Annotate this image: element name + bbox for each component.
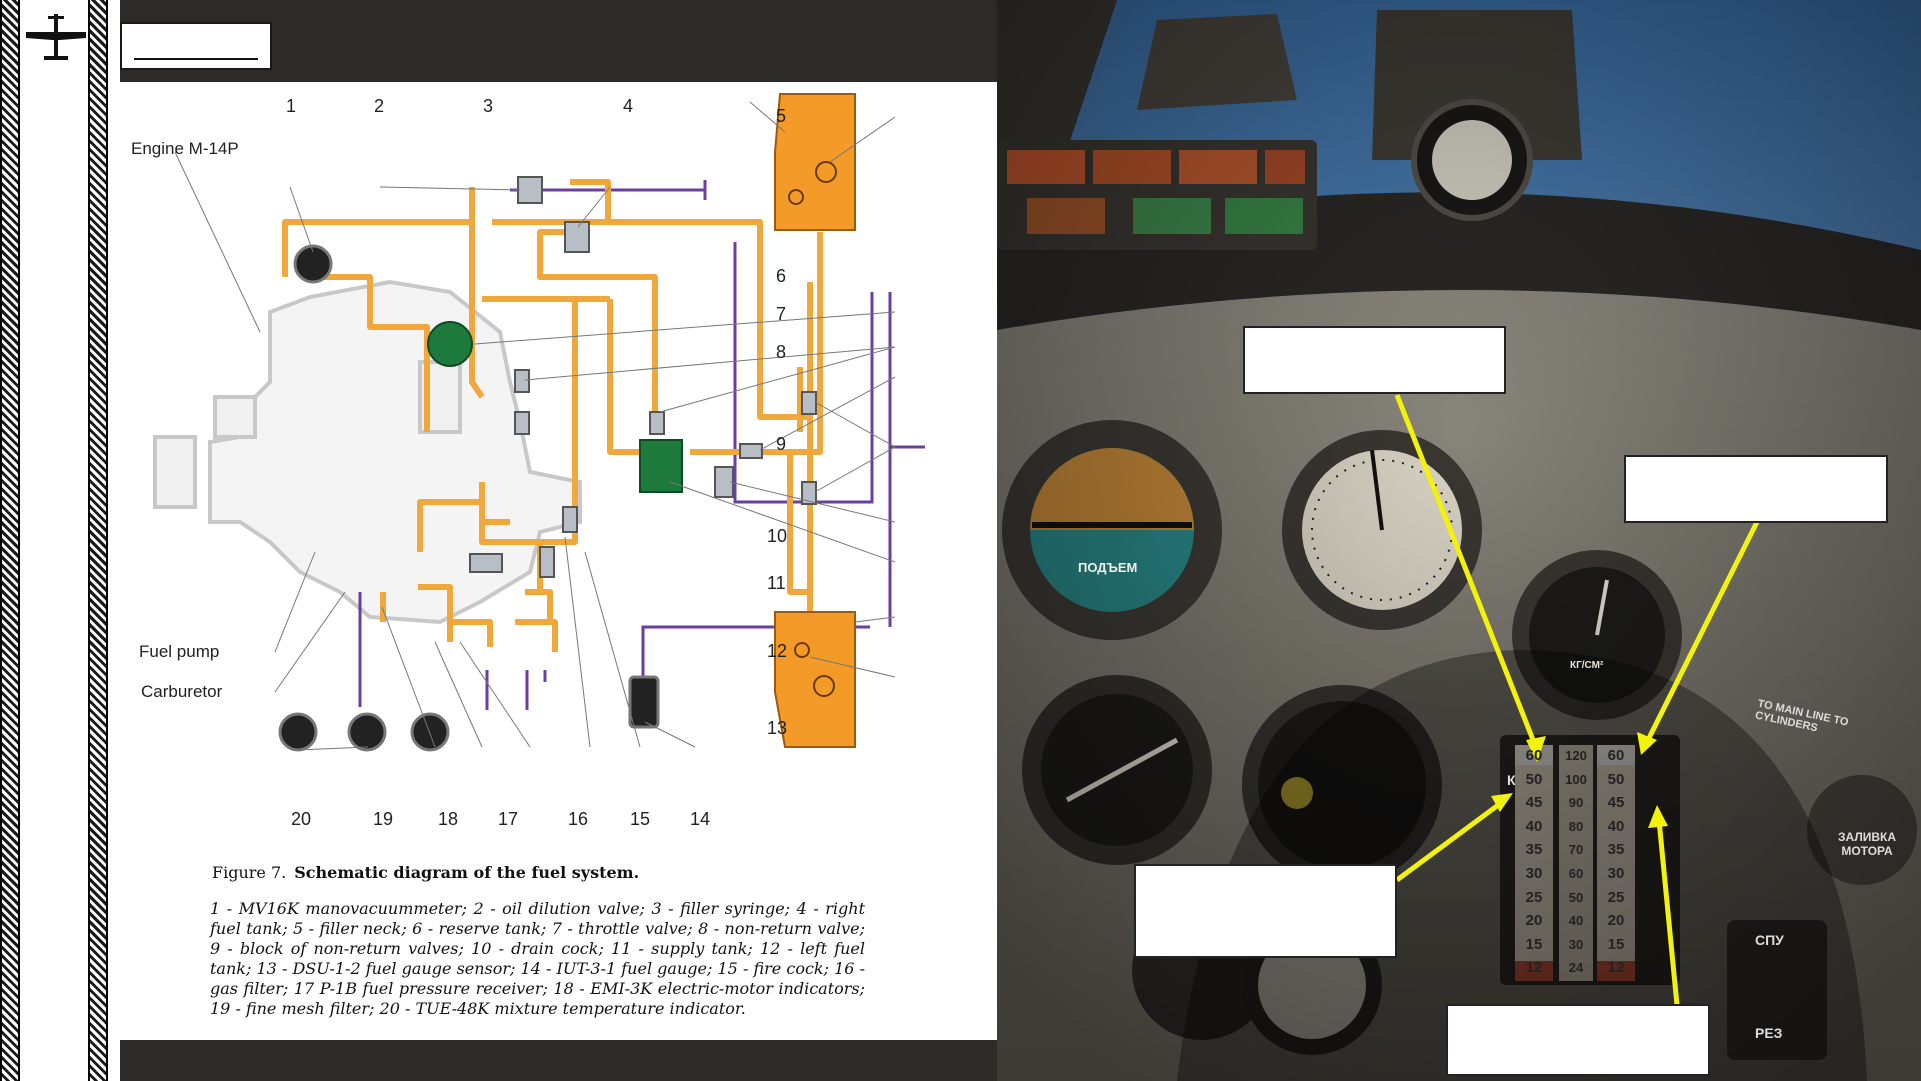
scale-mark: 120 [1559,744,1593,768]
scale-mark: 45 [1597,791,1635,815]
scale-mark: 60 [1515,744,1553,768]
fuel-pump-green [428,322,472,366]
callout-box-top [1243,326,1506,394]
scale-mark: 90 [1559,791,1593,815]
scale-mark: 60 [1559,862,1593,886]
emi-indicator-b [412,714,448,750]
fuel-gauge-small [630,677,658,727]
fuel-gauge-right-scale: 60 50 45 40 35 30 25 20 15 12 [1597,744,1635,980]
figure-title: Figure 7. Schematic diagram of the fuel s… [212,863,639,882]
scale-mark: 30 [1515,862,1553,886]
part-number: 2 [374,96,384,116]
figure-title-text: Schematic diagram of the fuel system. [294,863,639,882]
scale-mark: 25 [1597,886,1635,910]
scale-mark: 40 [1515,815,1553,839]
primer-knob-label: ЗАЛИВКА МОТОРА [1822,830,1912,858]
manometer-unit-label: КГ/СМ² [1570,660,1603,671]
switch-label-bottom: РЕЗ [1755,1025,1782,1041]
scale-mark: 30 [1597,862,1635,886]
engine-outline [210,282,580,622]
part-number: 7 [776,304,786,324]
part-number: 4 [623,96,633,116]
scale-mark: 80 [1559,815,1593,839]
scale-mark: 60 [1597,744,1635,768]
part-number: 17 [498,809,518,829]
part-number: 14 [690,809,710,829]
part-number: 3 [483,96,493,116]
scale-mark: 35 [1515,838,1553,862]
part-number: 6 [776,266,786,286]
fuel-system-figure: Engine M-14P Fuel pump Carburetor 1 2 3 … [120,82,997,1040]
part-number: 10 [767,526,787,546]
rail-hatch-left [0,0,20,1081]
emi-indicator-a [349,714,385,750]
section-header-box [120,22,272,70]
part-number: 19 [373,809,393,829]
part-number: 1 [286,96,296,116]
fuel-gauge-marker: К [1507,772,1516,788]
part-number: 8 [776,342,786,362]
scale-mark: 40 [1597,815,1635,839]
scale-mark: 15 [1597,933,1635,957]
part-number: 5 [776,106,786,126]
scale-mark: 70 [1559,838,1593,862]
scale-mark: 15 [1515,933,1553,957]
part-number: 15 [630,809,650,829]
engine-label: Engine M-14P [131,139,239,158]
attitude-label: ПОДЪЕМ [1078,560,1137,575]
fuel-gauge-left-scale: 60 50 45 40 35 30 25 20 15 12 [1515,744,1553,980]
scale-mark: 50 [1515,768,1553,792]
part-number: 16 [568,809,588,829]
right-fuel-tank [775,94,855,230]
scale-mark: 25 [1515,886,1553,910]
aircraft-icon [24,12,88,64]
part-number: 9 [776,434,786,454]
scale-mark: 35 [1597,838,1635,862]
callout-box-left [1134,864,1397,958]
part-number: 11 [767,573,786,593]
fuel-system-schematic: Engine M-14P Fuel pump Carburetor 1 2 3 … [120,82,997,852]
figure-title-prefix: Figure 7. [212,863,286,882]
scale-mark: 100 [1559,768,1593,792]
scale-mark: 12 [1597,956,1635,980]
callout-box-right [1624,455,1888,523]
temp-indicator [280,714,316,750]
rail-hatch-right [88,0,108,1081]
callout-box-bottom [1446,1004,1710,1076]
scale-mark: 45 [1515,791,1553,815]
part-number: 12 [767,641,787,661]
scale-mark: 30 [1559,933,1593,957]
scale-mark: 50 [1597,768,1635,792]
figure-legend: 1 - MV16K manovacuummeter; 2 - oil dilut… [210,899,865,1019]
part-number: 13 [767,718,787,738]
fuel-pump-label: Fuel pump [139,642,219,661]
fuel-gauge-center-scale: 120 100 90 80 70 60 50 40 30 24 [1559,744,1593,980]
part-number: 20 [291,809,311,829]
scale-mark: 40 [1559,909,1593,933]
scale-mark: 20 [1597,909,1635,933]
carburetor-label: Carburetor [141,682,223,701]
switch-label-top: СПУ [1755,932,1784,948]
scale-mark: 50 [1559,886,1593,910]
scale-mark: 20 [1515,909,1553,933]
part-number: 18 [438,809,458,829]
scale-mark: 12 [1515,956,1553,980]
scale-mark: 24 [1559,956,1593,980]
